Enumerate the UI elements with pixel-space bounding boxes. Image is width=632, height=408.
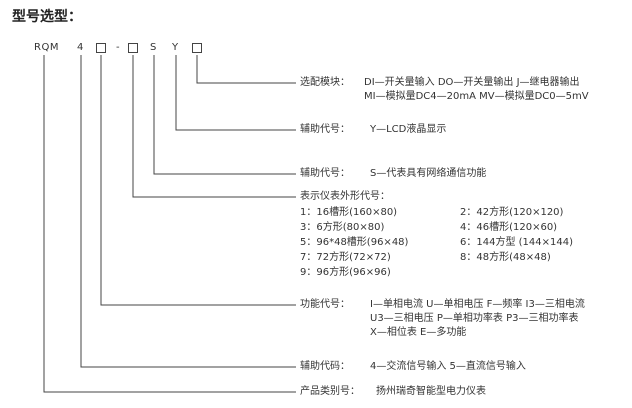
code-prefix: RQM <box>34 42 59 53</box>
function-label: 功能代号： <box>300 299 350 310</box>
module-line1: DI—开关量输入 DO—开关量输出 J—继电器输出 <box>364 77 580 88</box>
code-box-function <box>128 43 138 53</box>
leader-module <box>196 55 296 84</box>
shape-label: 表示仪表外形代号： <box>300 191 390 202</box>
aux-y-value: Y—LCD液晶显示 <box>370 124 447 135</box>
page-title: 型号选型： <box>12 9 82 25</box>
aux-s-label: 辅助代号： <box>300 168 350 179</box>
leader-aux-s <box>153 55 296 175</box>
function-line1: I—单相电流 U—单相电压 F—频率 I3—三相电流 <box>370 299 585 310</box>
shape-item: 7：72方形(72×72) <box>300 252 391 263</box>
module-label: 选配模块： <box>300 77 350 88</box>
code-dash: - <box>116 42 121 53</box>
aux-s-value: S—代表具有网络通信功能 <box>370 168 487 179</box>
shape-item: 2：42方形(120×120) <box>460 207 564 218</box>
module-line2: MI—模拟量DC4—20mA MV—模拟量DC0—5mV <box>364 91 589 102</box>
leader-aux-code <box>80 55 296 368</box>
shape-item: 4：46槽形(120×60) <box>460 222 558 233</box>
shape-item: 3：6方形(80×80) <box>300 222 385 233</box>
code-digit: 4 <box>77 42 84 53</box>
leader-function <box>132 55 296 198</box>
leader-aux-y <box>175 55 296 131</box>
aux-y-label: 辅助代号： <box>300 124 350 135</box>
code-box-shape <box>96 43 106 53</box>
code-box-module <box>192 43 202 53</box>
category-label: 产品类别号： <box>300 386 360 397</box>
aux-code-value: 4—交流信号输入 5—直流信号输入 <box>370 361 526 372</box>
shape-item: 8：48方形(48×48) <box>460 252 551 263</box>
code-y: Y <box>172 42 179 53</box>
shape-item: 6：144方型 (144×144) <box>460 237 573 248</box>
function-line3: X—相位表 E—多功能 <box>370 327 467 338</box>
aux-code-label: 辅助代码： <box>300 361 350 372</box>
leader-shape <box>100 55 296 306</box>
shape-item: 1：16槽形(160×80) <box>300 207 398 218</box>
shape-item: 5：96*48槽形(96×48) <box>300 237 409 248</box>
shape-item: 9：96方形(96×96) <box>300 267 391 278</box>
function-line2: U3—三相电压 P—单相功率表 P3—三相功率表 <box>370 313 579 324</box>
leader-category <box>43 55 296 393</box>
code-s: S <box>150 42 157 53</box>
category-value: 扬州瑞奇智能型电力仪表 <box>376 386 486 397</box>
